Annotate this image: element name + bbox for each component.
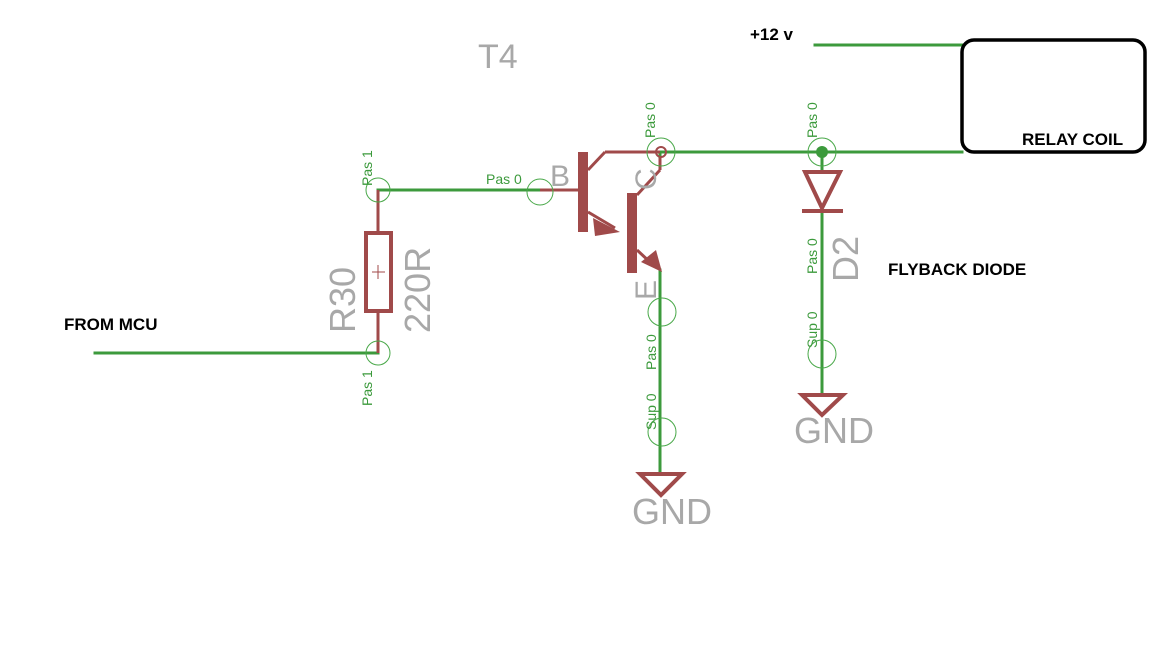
transistor-name: T4 xyxy=(478,38,518,76)
diode-name: D2 xyxy=(825,236,866,282)
transistor-emitter-label: E xyxy=(630,280,663,300)
junction-dot xyxy=(816,146,828,158)
d2-top-pin-label: Pas 0 xyxy=(804,102,820,138)
ground-label-1: GND xyxy=(632,491,712,532)
t4-emitter-pin-label: Pas 0 xyxy=(643,334,659,370)
t4-base-pin-label: Pas 0 xyxy=(486,171,522,187)
ground-symbol-1 xyxy=(635,472,687,498)
resistor-r30 xyxy=(364,177,393,366)
flyback-diode-label: FLYBACK DIODE xyxy=(888,260,1026,279)
transistor-base-label: B xyxy=(550,160,570,193)
transistor-t4 xyxy=(526,137,677,447)
relay-coil-box xyxy=(960,38,1147,154)
r30-bottom-pin-label: Pas 1 xyxy=(359,370,375,406)
ground-label-2: GND xyxy=(794,410,874,451)
resistor-value: 220R xyxy=(397,247,438,333)
diode-d2 xyxy=(801,137,844,369)
r30-top-pin-label: Pas 1 xyxy=(359,150,375,186)
wires xyxy=(93,43,964,476)
relay-coil-label: RELAY COIL xyxy=(1022,130,1123,149)
gnd2-sup-pin-label: Sup 0 xyxy=(804,311,820,348)
d2-bottom-pin-label: Pas 0 xyxy=(804,238,820,274)
ground-symbol-2 xyxy=(797,393,848,418)
from-mcu-label: FROM MCU xyxy=(64,315,157,334)
supply-label: +12 v xyxy=(750,25,794,44)
resistor-name: R30 xyxy=(322,267,363,333)
transistor-collector-label: C xyxy=(630,168,663,190)
t4-collector-pin-label: Pas 0 xyxy=(642,102,658,138)
gnd1-sup-pin-label: Sup 0 xyxy=(643,393,659,430)
